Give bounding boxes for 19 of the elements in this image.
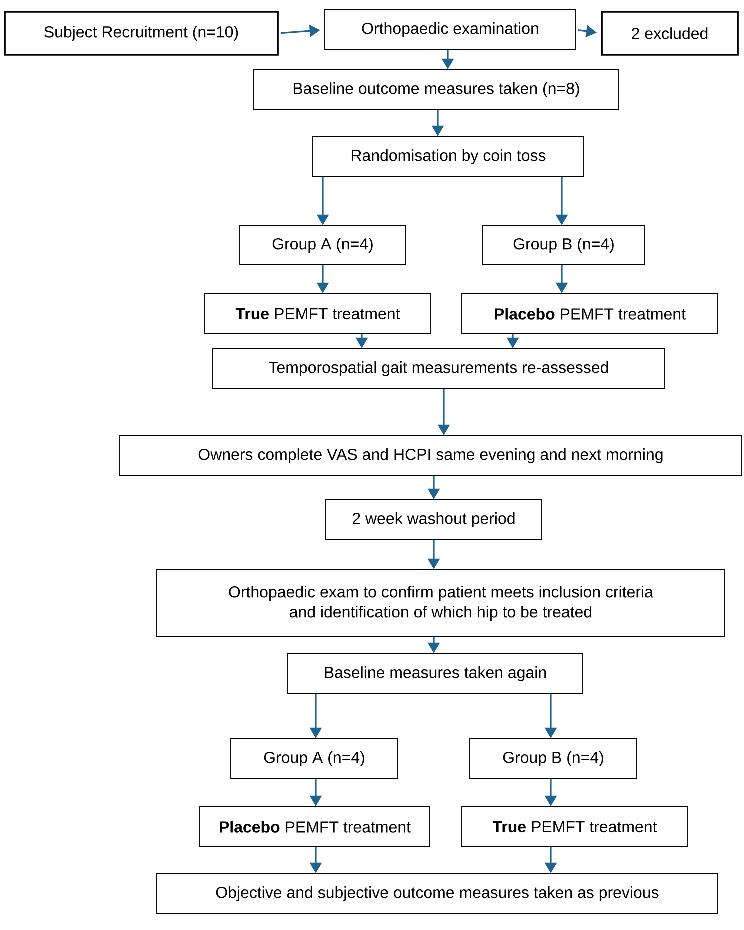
- process-box: Randomisation by coin toss: [312, 136, 584, 178]
- process-box: 2 week washout period: [326, 500, 542, 540]
- process-box: Group B (n=4): [470, 738, 638, 780]
- process-box: Objective and subjective outcome measures taken as previous: [156, 874, 718, 914]
- process-box: Group B (n=4): [482, 226, 646, 266]
- process-box: Temporospatial gait measurements re-assessed: [212, 348, 666, 390]
- process-box: Subject Recruitment (n=10): [4, 11, 279, 56]
- process-box: Baseline outcome measures taken (n=8): [254, 70, 620, 110]
- process-box: Placebo PEMFT treatment: [462, 294, 718, 334]
- process-box: Placebo PEMFT treatment: [200, 806, 430, 848]
- process-box: True PEMFT treatment: [462, 806, 688, 848]
- process-box: Owners complete VAS and HCPI same evening and next morning: [120, 436, 742, 476]
- process-box: Group A (n=4): [240, 226, 406, 266]
- process-box: Orthopaedic exam to confirm patient meets inclusion criteria and identification of which hip to be treated: [156, 570, 726, 638]
- process-box: Orthopaedic examination: [324, 10, 576, 50]
- process-box: Group A (n=4): [230, 738, 398, 780]
- process-box: Baseline measures taken again: [288, 654, 584, 694]
- process-box: 2 excluded: [601, 11, 739, 56]
- process-box: True PEMFT treatment: [204, 294, 432, 334]
